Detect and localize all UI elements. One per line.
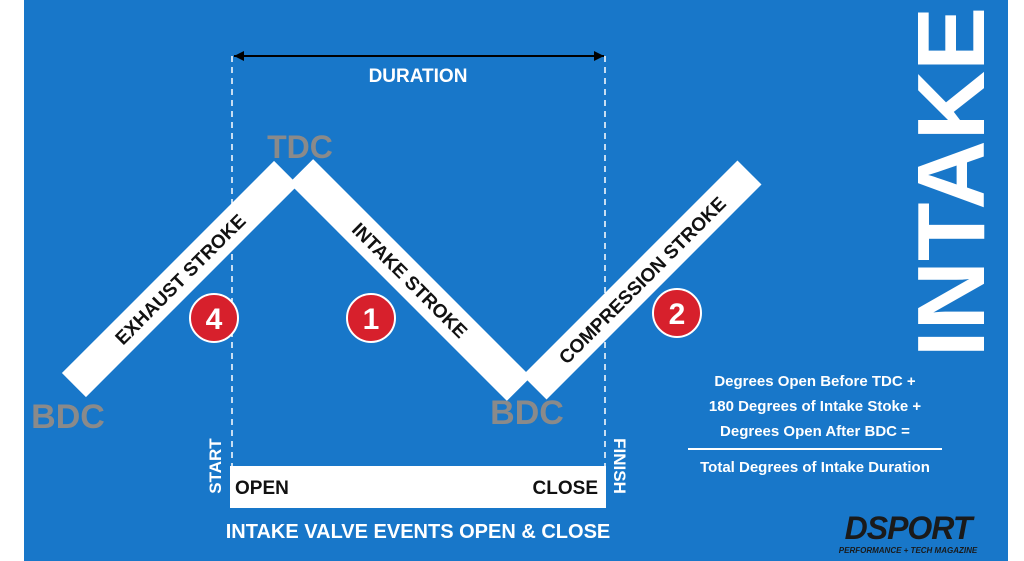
marker-1: 1 [346,293,396,343]
compression-stroke-label: COMPRESSION STROKE [555,193,730,368]
bdc-center-label: BDC [490,394,564,432]
marker-2-number: 2 [669,298,686,331]
marker-1-number: 1 [363,303,380,336]
close-label: CLOSE [533,478,598,499]
marker-4-number: 4 [206,303,223,336]
logo-tagline: PERFORMANCE + TECH MAGAZINE [839,546,978,555]
bdc-left-label: BDC [31,398,105,436]
intake-stroke-band: INTAKE STROKE [289,159,531,401]
marker-2: 2 [652,288,702,338]
marker-4: 4 [189,293,239,343]
formula-line-2: 180 Degrees of Intake Stoke + [709,398,921,415]
dsport-logo: DSPORT PERFORMANCE + TECH MAGAZINE [839,510,978,555]
formula-total: Total Degrees of Intake Duration [700,459,930,476]
start-label: START [206,438,225,494]
vertical-intake-title: INTAKE [898,7,1005,357]
logo-brand: DSPORT [845,510,975,546]
duration-label: DURATION [369,66,468,87]
formula-line-1: Degrees Open Before TDC + [714,373,916,390]
open-label: OPEN [235,478,289,499]
finish-label: FINISH [610,438,629,494]
formula-line-3: Degrees Open After BDC = [720,423,910,440]
valve-open-close-bar [230,466,606,508]
tdc-label: TDC [267,129,333,165]
compression-stroke-band: COMPRESSION STROKE [522,160,762,400]
valve-events-caption: INTAKE VALVE EVENTS OPEN & CLOSE [226,521,611,543]
exhaust-stroke-band: EXHAUST STROKE [61,160,299,398]
